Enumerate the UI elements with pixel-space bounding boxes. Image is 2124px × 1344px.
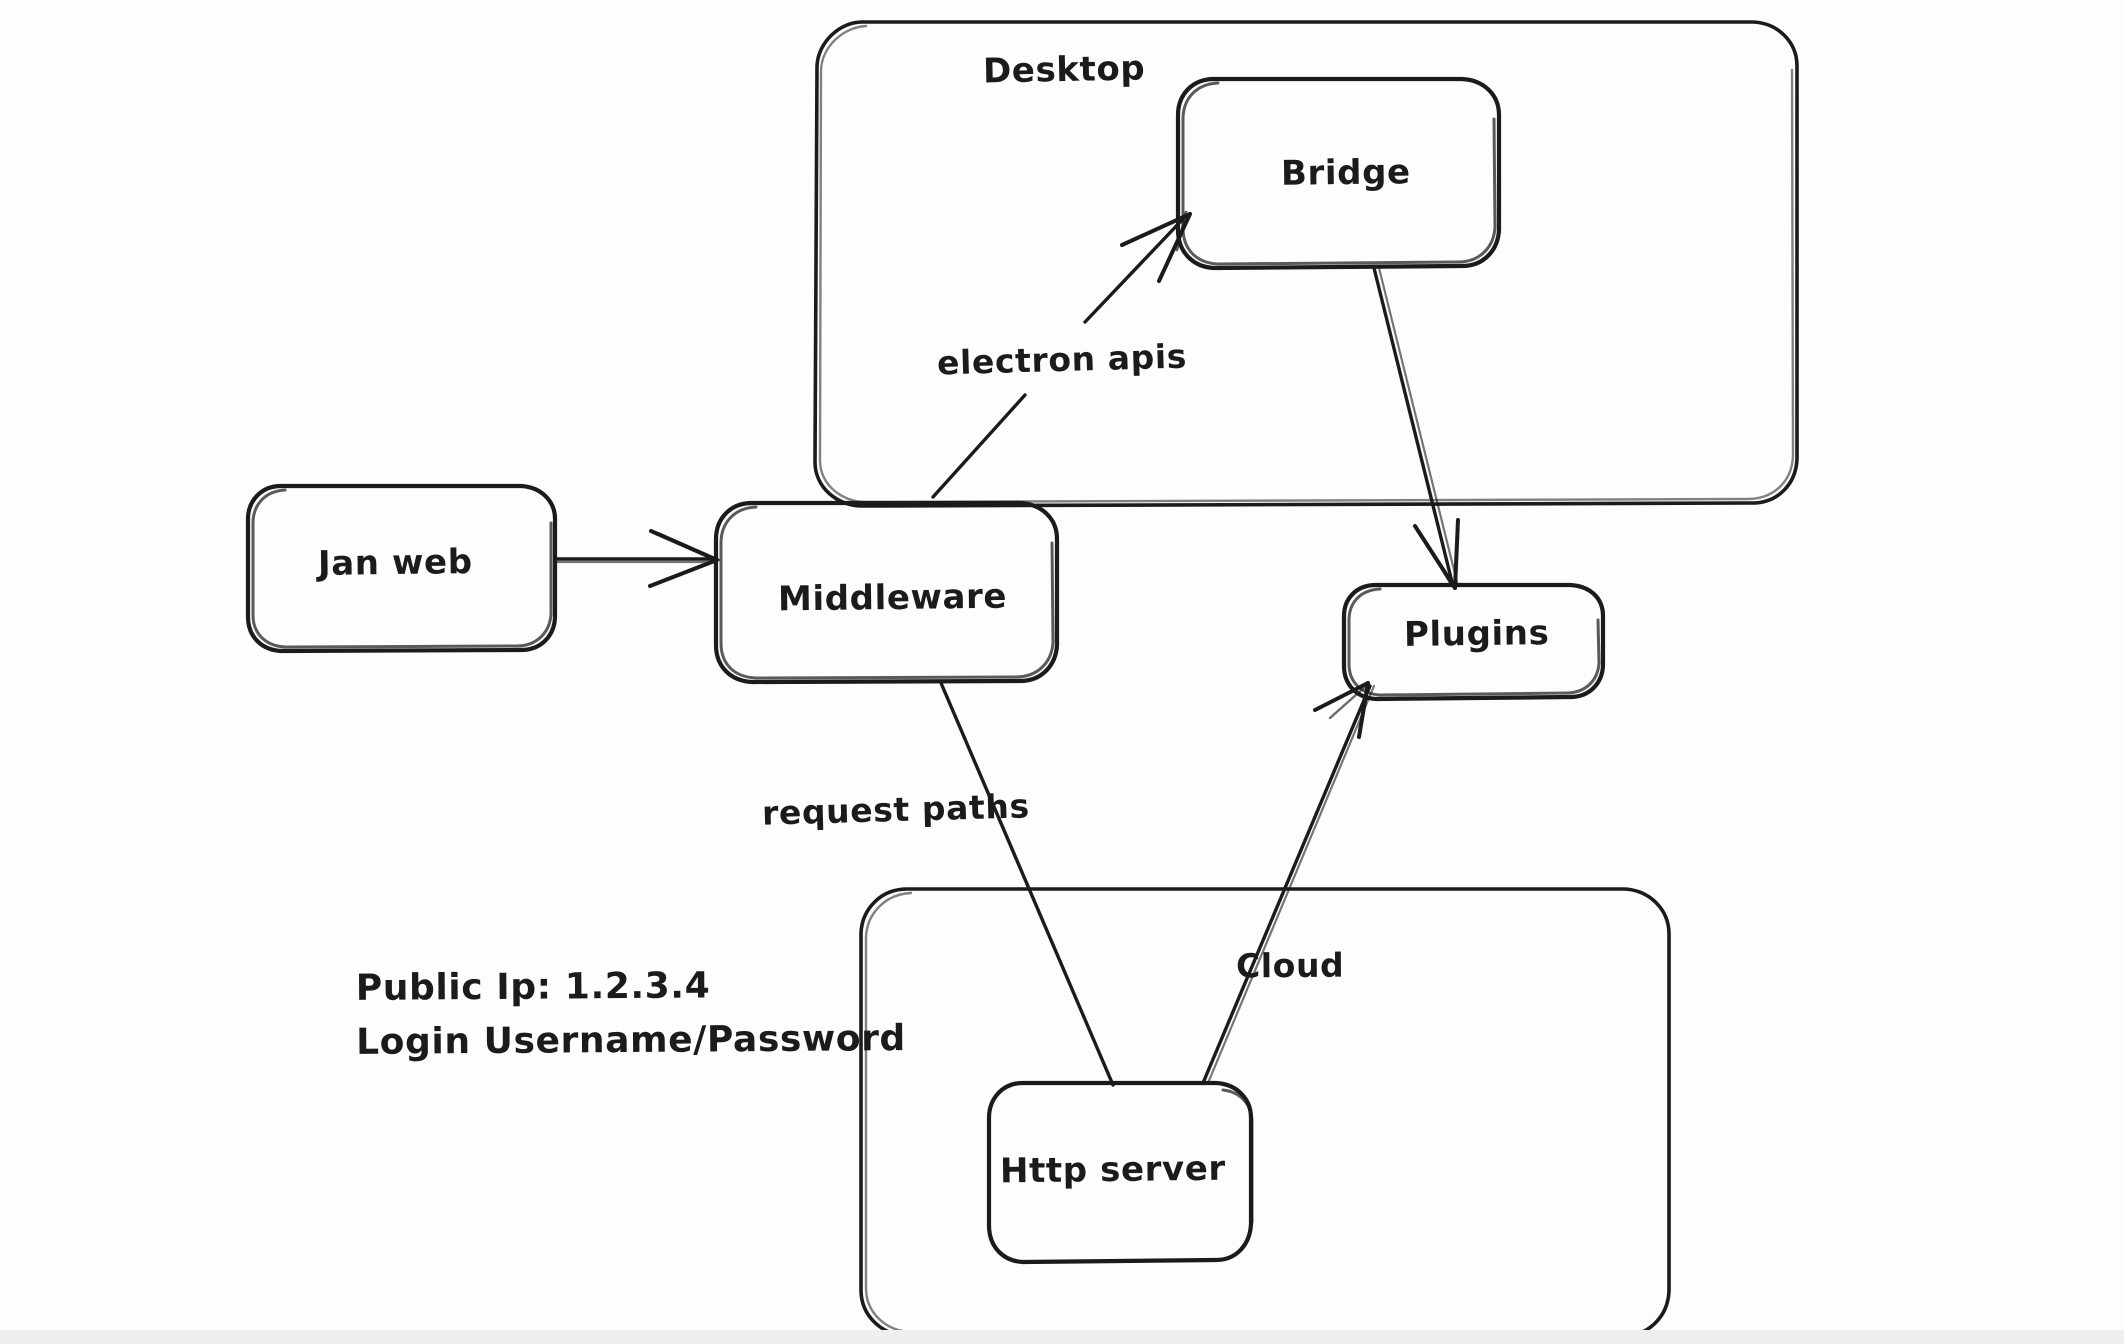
edge-label-cloud: Cloud (1235, 945, 1345, 986)
edge-janweb-middleware (554, 529, 721, 588)
node-label-plugins: Plugins (1403, 613, 1550, 655)
node-middleware-outline[interactable] (713, 500, 1060, 685)
edge-label-electron-apis: electron apis (936, 336, 1188, 383)
node-label-middleware: Middleware (777, 576, 1008, 620)
note-server-info: Public Ip: 1.2.3.4 Login Username/Passwo… (356, 958, 906, 1070)
node-bridge-outline[interactable] (1175, 76, 1502, 271)
edge-bridge-plugins (1372, 266, 1460, 590)
edge-middleware-bridge (931, 210, 1192, 499)
node-label-http-server: Http server (999, 1148, 1227, 1192)
node-label-jan-web: Jan web (317, 542, 473, 584)
node-http-server-outline[interactable] (986, 1080, 1254, 1265)
edge-middleware-httpserver (939, 681, 1115, 1087)
node-plugins-outline[interactable] (1341, 582, 1606, 702)
note-login-credentials: Login Username/Password (356, 1018, 906, 1063)
bottom-band (0, 1330, 2124, 1344)
note-public-ip: Public Ip: 1.2.3.4 (355, 965, 711, 1009)
group-label-desktop: Desktop (982, 48, 1146, 92)
edge-label-request-paths: request paths (761, 786, 1031, 833)
node-label-bridge: Bridge (1280, 152, 1411, 194)
group-desktop-outline (813, 20, 1799, 508)
edge-httpserver-plugins (1201, 681, 1376, 1085)
node-jan-web-outline[interactable] (245, 483, 558, 654)
